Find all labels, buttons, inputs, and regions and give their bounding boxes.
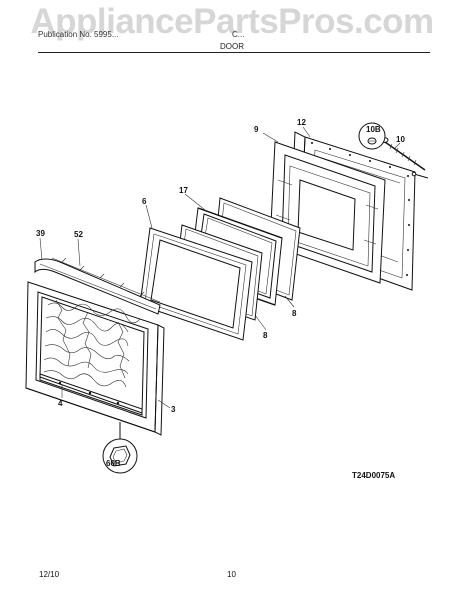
watermark-logo: AppliancePartsPros.com — [30, 2, 434, 41]
mounting-screws[interactable] — [411, 171, 429, 179]
callout-52: 52 — [74, 230, 83, 239]
callout-12: 12 — [297, 118, 306, 127]
callout-60b: 60B — [106, 459, 121, 468]
callout-9: 9 — [254, 125, 259, 134]
outer-door[interactable] — [25, 281, 165, 436]
glass-frame[interactable] — [139, 227, 253, 341]
callout-8-rear: 8 — [292, 309, 297, 318]
callout-17: 17 — [179, 186, 188, 195]
callout-39: 39 — [36, 229, 45, 238]
callout-3: 3 — [171, 405, 176, 414]
footer-page-number: 10 — [227, 570, 236, 579]
figure-code: T24D0075A — [352, 471, 396, 480]
publication-label: Publication No. 5995... — [38, 30, 119, 39]
door-frame[interactable] — [269, 141, 386, 284]
callout-6: 6 — [142, 197, 147, 206]
callout-8-front: 8 — [263, 331, 268, 340]
leader-lines — [39, 126, 401, 409]
callout-10b: 10B — [366, 125, 381, 134]
screw-bubble-10b — [358, 122, 386, 150]
callout-10: 10 — [396, 135, 405, 144]
screw-bubble-60b — [102, 422, 138, 474]
footer-date: 12/10 — [39, 570, 60, 579]
door-handle[interactable] — [34, 257, 161, 315]
model-label: C... — [232, 30, 245, 39]
section-title: DOOR — [220, 42, 244, 51]
header-rule — [38, 52, 430, 53]
callout-4: 4 — [58, 399, 63, 408]
